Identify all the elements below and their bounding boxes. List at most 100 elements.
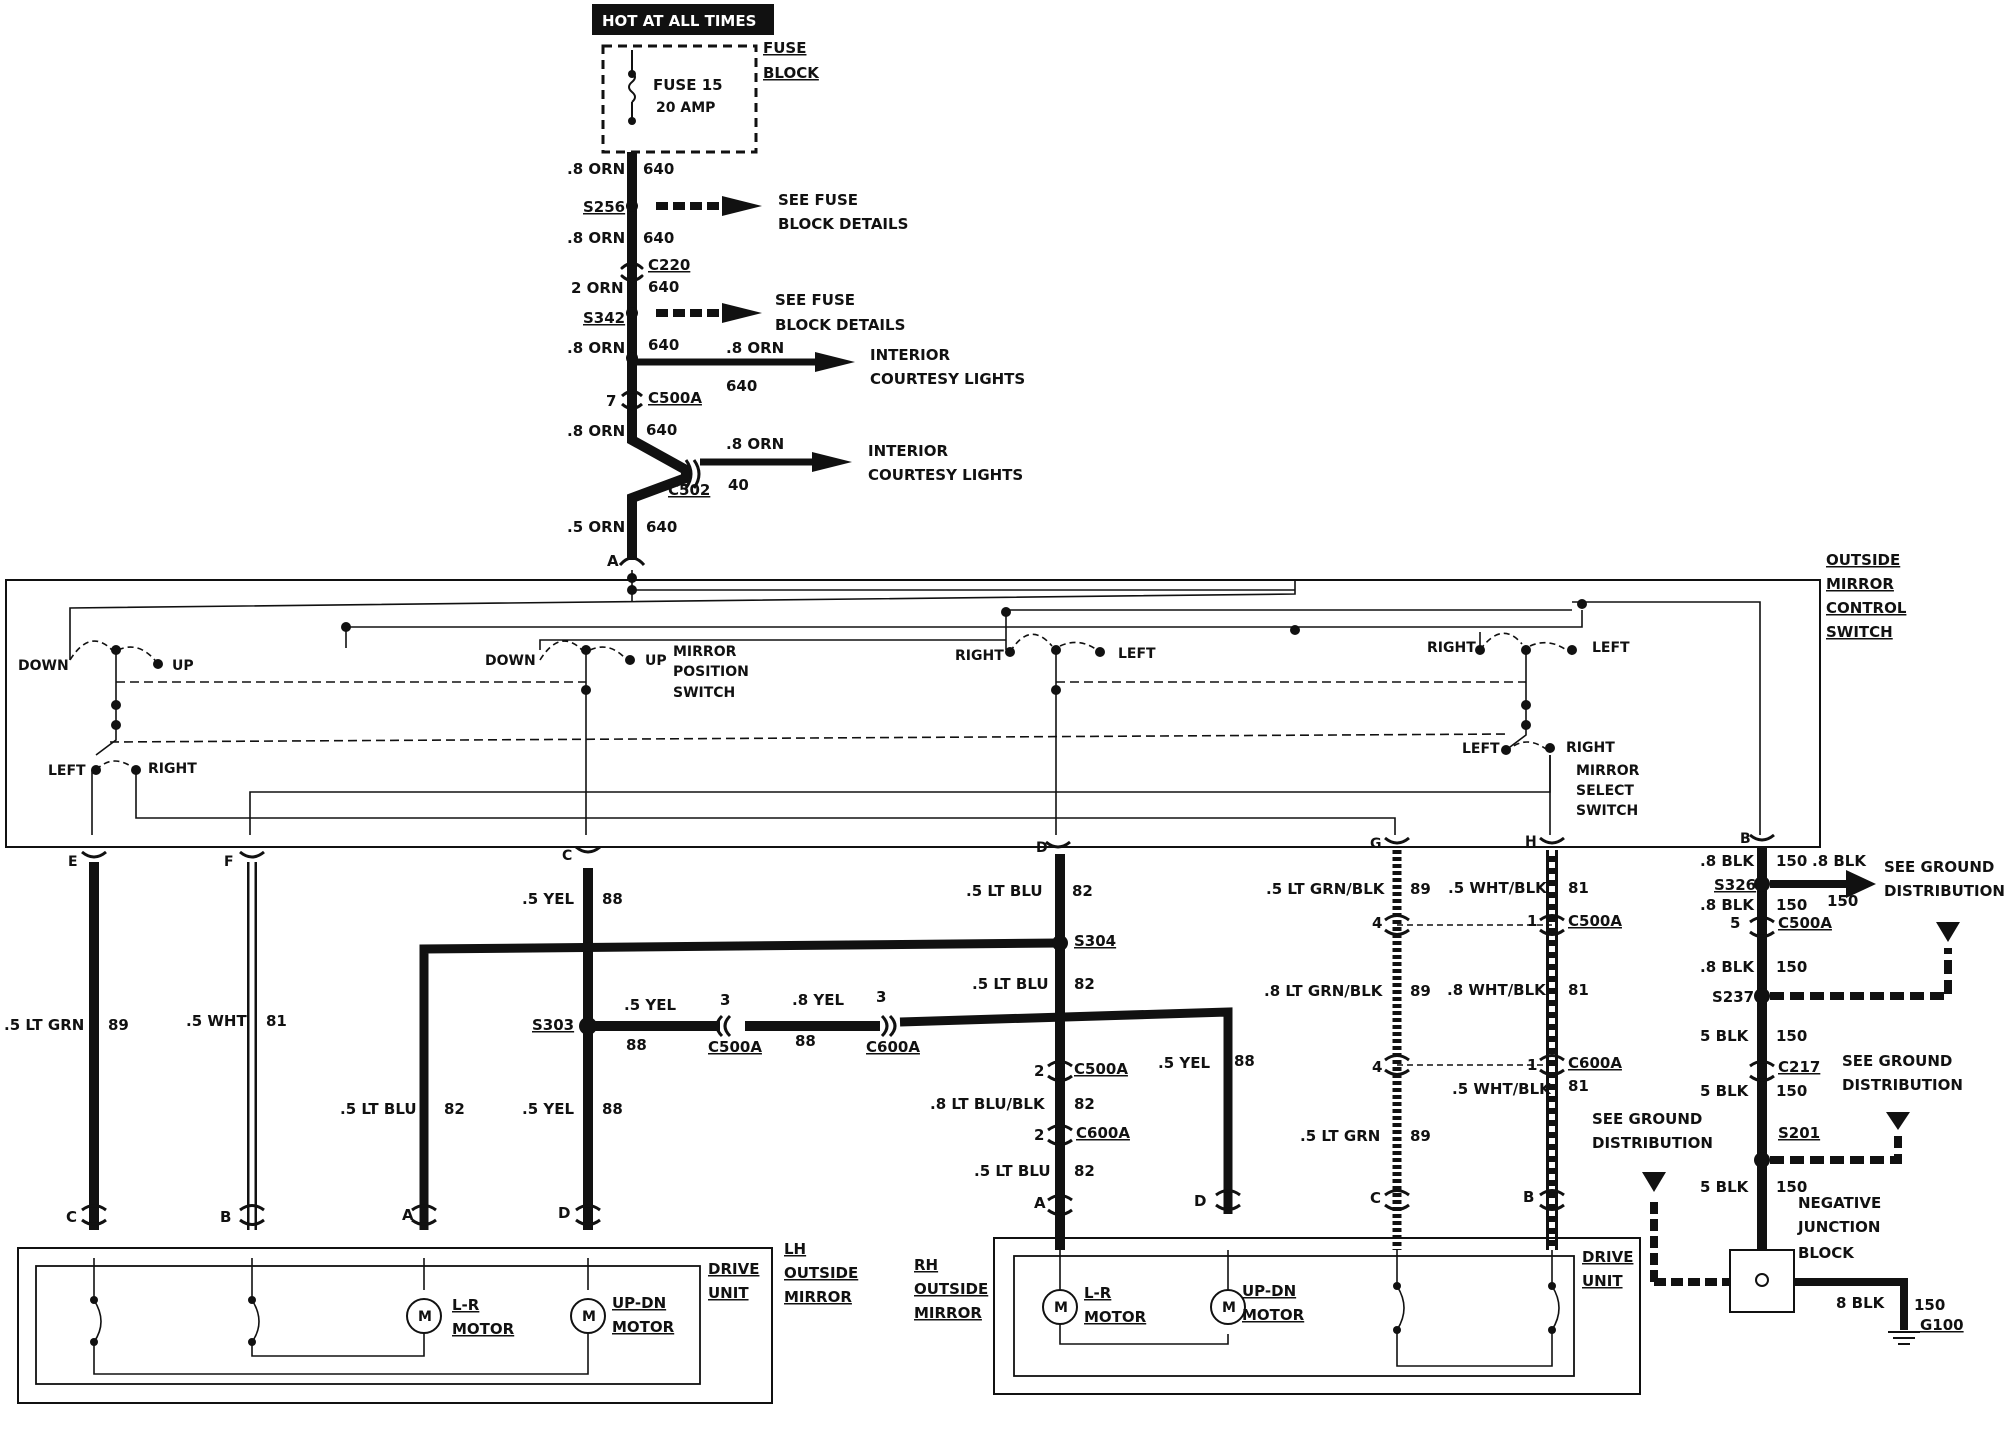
svg-text:SWITCH: SWITCH [1826, 623, 1893, 641]
svg-text:D: D [558, 1204, 570, 1222]
svg-text:88: 88 [1234, 1052, 1255, 1070]
svg-text:2: 2 [1034, 1126, 1044, 1144]
svg-text:.5 LT BLU: .5 LT BLU [966, 882, 1043, 900]
svg-text:RH: RH [914, 1256, 938, 1274]
fuse-block-label2: BLOCK [763, 64, 820, 82]
svg-text:D: D [1194, 1192, 1206, 1210]
svg-text:COURTESY LIGHTS: COURTESY LIGHTS [870, 370, 1025, 388]
output-wire-labels: .5 LT GRN 89 .5 WHT 81 .5 YEL 88 S303 .5… [4, 879, 1622, 1180]
ground-labels: .8 BLK 150 S326 .8 BLK 150 SEE GROUND DI… [1592, 852, 2005, 1334]
svg-text:MIRROR: MIRROR [914, 1304, 982, 1322]
svg-text:SEE GROUND: SEE GROUND [1842, 1052, 1952, 1070]
svg-text:LEFT: LEFT [1592, 640, 1630, 656]
svg-text:SEE FUSE: SEE FUSE [778, 191, 858, 209]
svg-text:B: B [1523, 1188, 1534, 1206]
svg-text:89: 89 [1410, 982, 1431, 1000]
svg-text:RIGHT: RIGHT [1566, 740, 1615, 756]
connector-c220: C220 [648, 256, 690, 274]
svg-text:C500A: C500A [1074, 1060, 1128, 1078]
svg-text:.5 YEL: .5 YEL [522, 890, 574, 908]
svg-text:.8 BLK: .8 BLK [1700, 958, 1755, 976]
svg-text:MOTOR: MOTOR [1084, 1308, 1147, 1326]
svg-text:CONTROL: CONTROL [1826, 599, 1907, 617]
svg-text:SWITCH: SWITCH [673, 685, 735, 701]
svg-text:D: D [1036, 840, 1048, 856]
connector-c502: C502 [668, 481, 710, 499]
svg-text:OUTSIDE: OUTSIDE [914, 1280, 988, 1298]
splice-s201: S201 [1778, 1124, 1820, 1142]
svg-text:640: 640 [643, 160, 674, 178]
svg-text:NEGATIVE: NEGATIVE [1798, 1194, 1881, 1212]
svg-text:81: 81 [266, 1012, 287, 1030]
rh-lr-motor-icon: M [1042, 1289, 1078, 1325]
svg-text:.8 BLK: .8 BLK [1700, 896, 1755, 914]
svg-text:INTERIOR: INTERIOR [868, 442, 948, 460]
svg-text:5: 5 [1730, 914, 1740, 932]
svg-text:7: 7 [606, 392, 616, 410]
svg-text:JUNCTION: JUNCTION [1797, 1218, 1880, 1236]
svg-text:4: 4 [1372, 1058, 1382, 1076]
svg-text:RIGHT: RIGHT [1427, 640, 1476, 656]
svg-text:SEE GROUND: SEE GROUND [1884, 858, 1994, 876]
feed-labels: .8 ORN 640 S256 SEE FUSE BLOCK DETAILS .… [567, 160, 1025, 570]
svg-text:OUTSIDE: OUTSIDE [1826, 551, 1900, 569]
svg-text:H: H [1525, 834, 1537, 850]
svg-text:F: F [224, 854, 234, 870]
svg-text:SWITCH: SWITCH [1576, 803, 1638, 819]
lh-updn-motor-icon: M [570, 1298, 606, 1334]
svg-text:150: 150 [1776, 1178, 1807, 1196]
rh-updn-motor-icon: M [1210, 1289, 1246, 1325]
svg-text:BLOCK: BLOCK [1798, 1244, 1855, 1262]
svg-text:82: 82 [1074, 1095, 1095, 1113]
fuse-icon [628, 71, 636, 103]
svg-text:UNIT: UNIT [708, 1284, 749, 1302]
svg-text:.8 ORN: .8 ORN [567, 160, 625, 178]
svg-text:150: 150 [1776, 1027, 1807, 1045]
svg-text:4: 4 [1372, 914, 1382, 932]
svg-text:E: E [68, 854, 78, 870]
svg-text:640: 640 [646, 518, 677, 536]
svg-text:640: 640 [648, 278, 679, 296]
svg-text:.5 WHT/BLK: .5 WHT/BLK [1448, 879, 1548, 897]
svg-text:.8 BLK: .8 BLK [1700, 852, 1755, 870]
svg-text:3: 3 [876, 988, 886, 1006]
svg-text:OUTSIDE: OUTSIDE [784, 1264, 858, 1282]
svg-text:G: G [1370, 836, 1382, 852]
lh-outside-mirror: M M C B A D L-R MOTOR UP-DN MOTOR DRIVE … [17, 1204, 858, 1404]
svg-text:C500A: C500A [1778, 914, 1832, 932]
svg-text:.5 LT GRN/BLK: .5 LT GRN/BLK [1266, 880, 1386, 898]
svg-text:.8 WHT/BLK: .8 WHT/BLK [1447, 981, 1547, 999]
splice-s304: S304 [1074, 932, 1116, 950]
lh-lr-motor-icon: M [406, 1298, 442, 1334]
svg-text:89: 89 [1410, 880, 1431, 898]
fuse-block-label1: FUSE [763, 39, 806, 57]
hot-label: HOT AT ALL TIMES [602, 12, 756, 30]
svg-text:INTERIOR: INTERIOR [870, 346, 950, 364]
svg-text:.8 ORN: .8 ORN [567, 339, 625, 357]
svg-text:150: 150 [1776, 1082, 1807, 1100]
svg-text:DISTRIBUTION: DISTRIBUTION [1592, 1134, 1713, 1152]
svg-text:UP: UP [172, 658, 194, 674]
svg-text:.8 ORN: .8 ORN [567, 229, 625, 247]
svg-text:DRIVE: DRIVE [1582, 1248, 1633, 1266]
svg-text:BLOCK DETAILS: BLOCK DETAILS [778, 215, 908, 233]
svg-text:81: 81 [1568, 1077, 1589, 1095]
ground-g100: G100 [1920, 1316, 1964, 1334]
svg-text:POSITION: POSITION [673, 664, 749, 680]
svg-text:B: B [220, 1208, 231, 1226]
svg-text:M: M [1054, 1300, 1068, 1316]
svg-text:150: 150 [1776, 852, 1807, 870]
svg-text:82: 82 [1074, 975, 1095, 993]
splice-s237: S237 [1712, 988, 1754, 1006]
svg-text:.5 LT BLU: .5 LT BLU [974, 1162, 1051, 1180]
svg-text:88: 88 [795, 1032, 816, 1050]
svg-text:88: 88 [626, 1036, 647, 1054]
svg-text:150: 150 [1776, 896, 1807, 914]
splice-s303: S303 [532, 1016, 574, 1034]
fuse-amp: 20 AMP [656, 100, 715, 116]
svg-text:M: M [1222, 1300, 1236, 1316]
svg-text:RIGHT: RIGHT [955, 648, 1004, 664]
svg-text:81: 81 [1568, 879, 1589, 897]
svg-text:C600A: C600A [866, 1038, 920, 1056]
splice-s256: S256 [583, 198, 625, 216]
